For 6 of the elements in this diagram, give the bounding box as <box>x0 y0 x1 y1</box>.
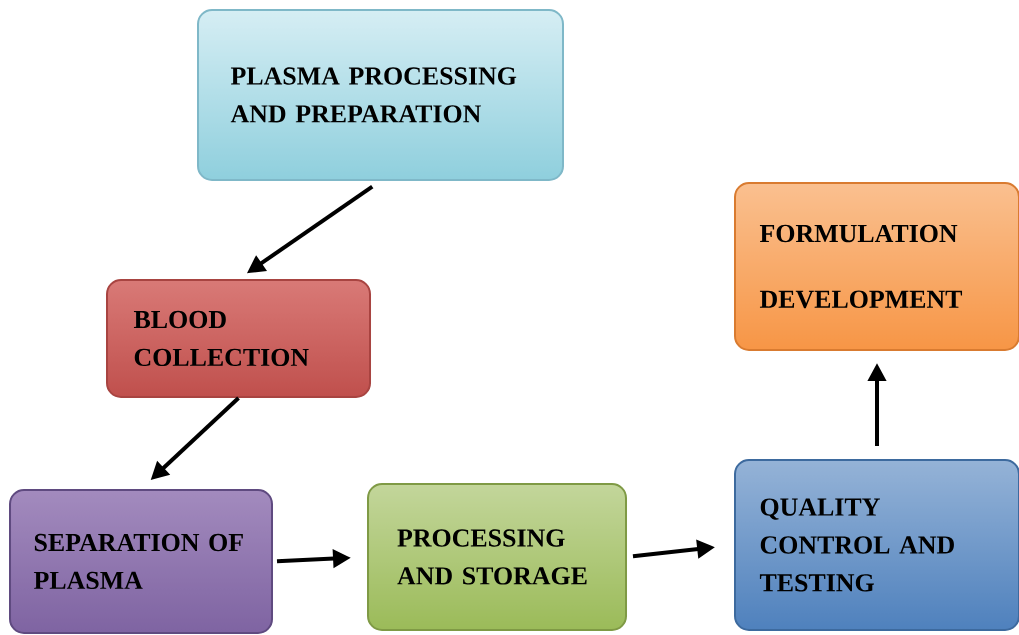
process-box: PROCESSING AND STORAGE <box>367 483 627 631</box>
process-box: BLOOD COLLECTION <box>106 279 371 398</box>
process-box: FORMULATION DEVELOPMENT <box>734 182 1019 351</box>
process-box: QUALITY CONTROL AND TESTING <box>734 459 1019 631</box>
process-box: SEPARATION OF PLASMA <box>9 489 273 634</box>
process-box: PLASMA PROCESSING AND PREPARATION <box>197 9 564 181</box>
